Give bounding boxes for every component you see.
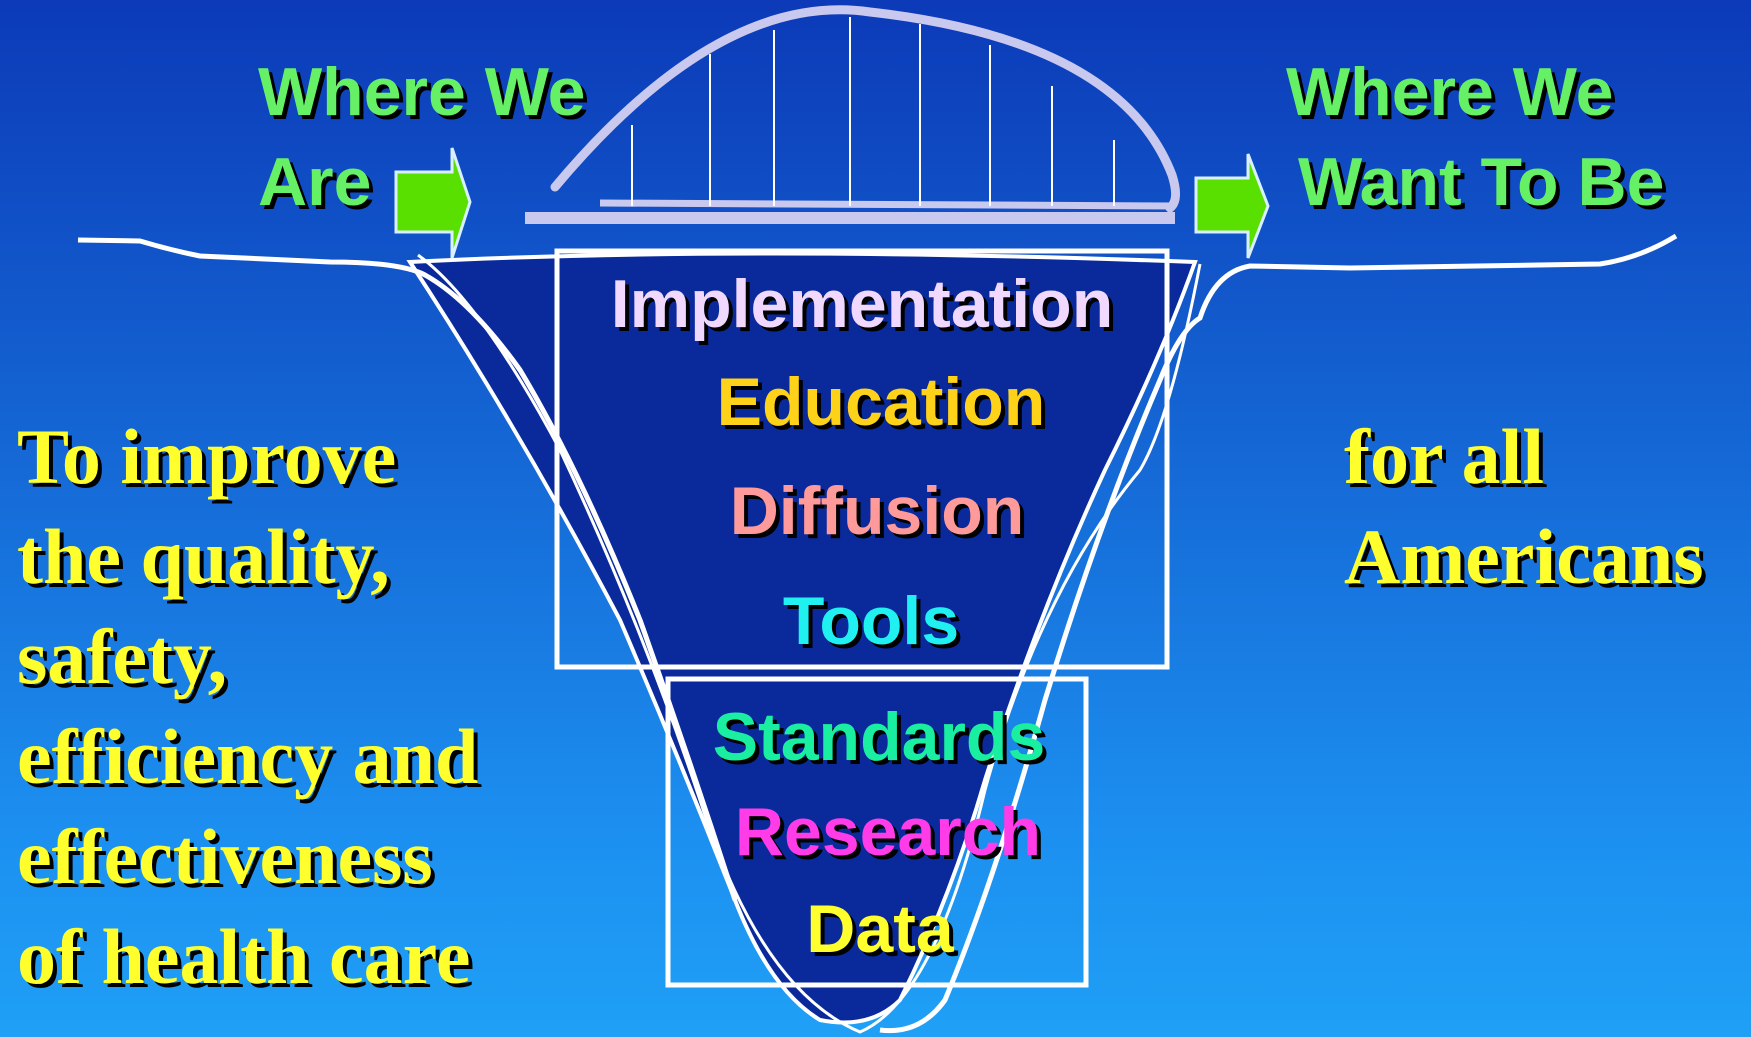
bridge-deck-edge (599, 199, 1176, 210)
right-arrow-icon (1194, 153, 1270, 259)
funnel-outline (417, 253, 1202, 1034)
mission-line: of health care (17, 913, 471, 1000)
mission-line: safety, (17, 613, 228, 700)
mission-line: effectiveness (17, 813, 433, 900)
left-arrow-icon (394, 147, 472, 259)
where-we-want-line-2: Want To Be (1298, 148, 1664, 216)
standards-label: Standards (712, 699, 1046, 775)
tools-label: Tools (782, 583, 960, 659)
mission-line: To improve (17, 413, 397, 500)
mission-line: the quality, (17, 513, 390, 600)
diffusion-label: Diffusion (729, 473, 1025, 549)
where-we-want-line-1: Where We (1286, 58, 1613, 126)
where-we-are-line-1: Where We (258, 58, 585, 126)
funnel-shape (406, 251, 1198, 1025)
where-we-want-text-1: Where We (1286, 54, 1614, 130)
implementation-label: Implementation (610, 266, 1114, 342)
ground-line-right (879, 233, 1678, 1034)
bridge-arch (550, 5, 1180, 213)
ground-line-left (77, 237, 738, 901)
where-we-are-text-1: Where We (258, 54, 586, 130)
research-label: Research (734, 794, 1042, 870)
bridge-hangers (631, 17, 1115, 206)
education-label: Education (716, 364, 1046, 440)
bridge-deck (525, 212, 1175, 224)
mission-line: efficiency and (17, 713, 479, 800)
upper-box (554, 248, 1170, 670)
where-we-are-text-2: Are (258, 144, 372, 220)
data-label: Data (806, 891, 954, 967)
lower-box (665, 676, 1089, 988)
mission-line-right: for all (1344, 413, 1545, 500)
where-we-are-line-2: Are (258, 148, 371, 216)
where-we-want-text-2: Want To Be (1298, 144, 1665, 220)
mission-line-right: Americans (1344, 513, 1704, 600)
